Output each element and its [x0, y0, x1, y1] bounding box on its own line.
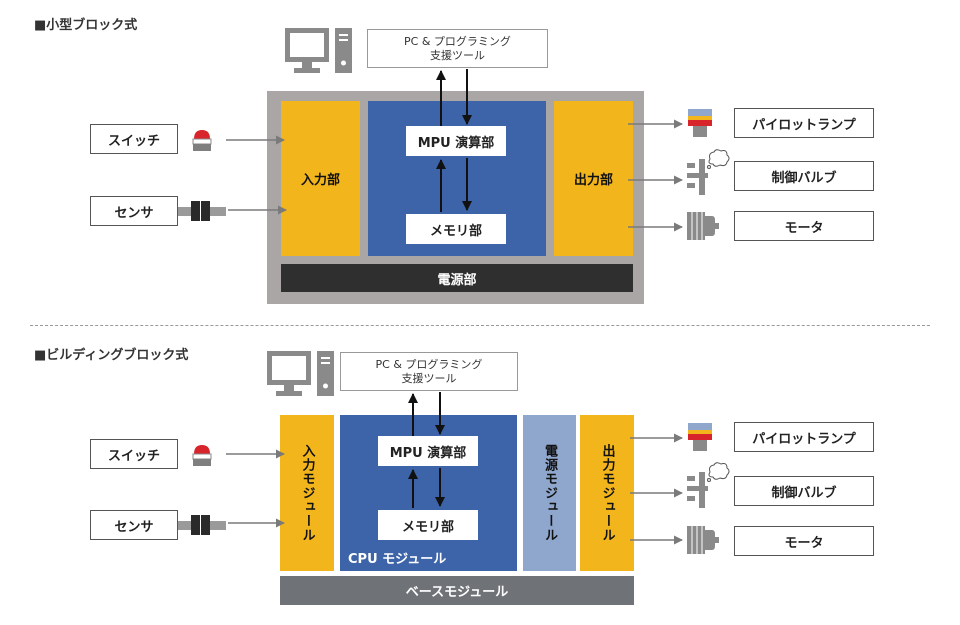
memory-unit: メモリ部: [378, 510, 478, 540]
cpu-module-label: CPU モジュール: [348, 552, 447, 567]
push-button-switch-icon: [192, 130, 212, 151]
section-title-building-block: ■ビルディングブロック式: [34, 348, 189, 363]
sensor-icon: [178, 201, 226, 221]
computer-icon: [285, 28, 352, 73]
programming-tool-line2: 支援ツール: [401, 371, 457, 385]
input-module: 入力モジュール: [280, 415, 334, 571]
section-divider: [30, 325, 930, 326]
sensor-label: センサ: [90, 510, 178, 540]
pilot-lamp-label: パイロットランプ: [734, 108, 874, 138]
programming-tool-line2: 支援ツール: [430, 48, 485, 62]
pilot-lamp-icon: [688, 109, 712, 137]
motor-label: モータ: [734, 526, 874, 556]
control-valve-label: 制御バルブ: [734, 476, 874, 506]
mpu-unit: MPU 演算部: [378, 436, 478, 466]
programming-tool-line1: PC & プログラミング: [404, 34, 511, 48]
control-valve-icon: [687, 462, 730, 508]
memory-unit: メモリ部: [406, 214, 506, 244]
push-button-switch-icon: [192, 445, 212, 466]
motor-icon: [687, 212, 719, 240]
switch-label: スイッチ: [90, 124, 178, 154]
control-valve-label: 制御バルブ: [734, 161, 874, 191]
programming-tool-line1: PC & プログラミング: [375, 357, 483, 371]
power-module: 電源モジュール: [523, 415, 576, 571]
programming-tool-box: PC & プログラミング 支援ツール: [367, 29, 548, 68]
pilot-lamp-icon: [688, 423, 712, 451]
sensor-label: センサ: [90, 196, 178, 226]
motor-icon: [687, 526, 719, 554]
programming-tool-box: PC & プログラミング 支援ツール: [340, 352, 518, 391]
input-module-label: 入力モジュール: [299, 444, 315, 542]
pilot-lamp-label: パイロットランプ: [734, 422, 874, 452]
output-module-label: 出力モジュール: [599, 444, 615, 542]
output-module: 出力モジュール: [580, 415, 634, 571]
computer-icon: [267, 351, 334, 396]
control-valve-icon: [687, 149, 730, 195]
base-module: ベースモジュール: [280, 576, 634, 605]
mpu-unit: MPU 演算部: [406, 126, 506, 156]
power-unit: 電源部: [281, 264, 633, 292]
input-unit: 入力部: [281, 101, 360, 256]
section-title-compact: ■小型ブロック式: [34, 18, 138, 33]
switch-label: スイッチ: [90, 439, 178, 469]
power-module-label: 電源モジュール: [542, 444, 557, 542]
motor-label: モータ: [734, 211, 874, 241]
output-unit: 出力部: [554, 101, 633, 256]
sensor-icon: [178, 515, 226, 535]
